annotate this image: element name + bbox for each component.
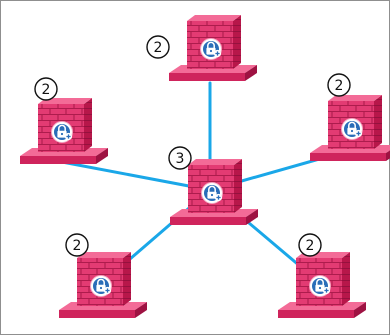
- firewall-node-top: [168, 14, 258, 82]
- count-label-upper-right: 2: [335, 78, 344, 94]
- firewall-node-lower-right: [277, 251, 367, 319]
- firewall-node-upper-right: [309, 94, 390, 162]
- count-badge-upper-left: 2: [34, 77, 58, 101]
- count-label-lower-left: 2: [73, 238, 82, 254]
- count-badge-top: 2: [146, 35, 170, 59]
- count-label-top: 2: [154, 40, 163, 56]
- count-badge-lower-right: 2: [298, 233, 322, 257]
- count-badge-upper-right: 2: [327, 73, 351, 97]
- count-badge-lower-left: 2: [65, 233, 89, 257]
- count-label-hub: 3: [176, 151, 185, 167]
- firewall-node-upper-left: [19, 97, 109, 165]
- count-badge-hub: 3: [168, 146, 192, 170]
- count-label-upper-left: 2: [42, 82, 51, 98]
- count-label-lower-right: 2: [306, 238, 315, 254]
- link-upper-left: [60, 160, 212, 192]
- firewall-node-lower-left: [58, 251, 148, 319]
